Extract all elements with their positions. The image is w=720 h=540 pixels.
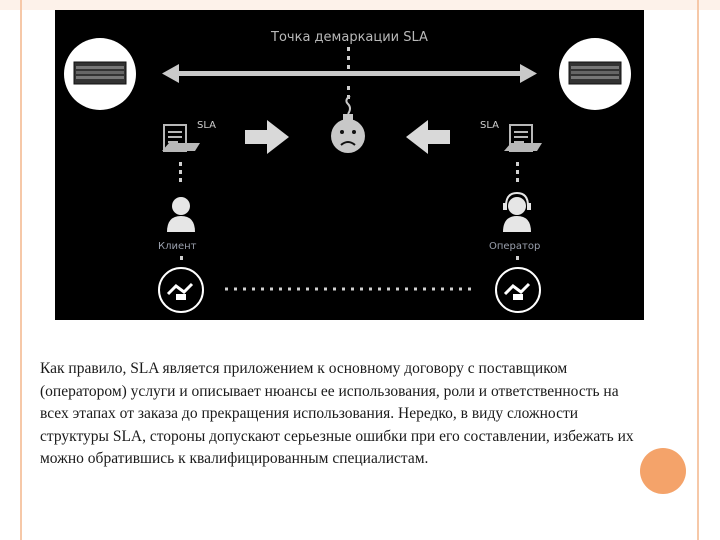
right-small-dot — [516, 256, 519, 260]
sla-label-left: SLA — [197, 120, 216, 131]
diagram-title: Точка демаркации SLA — [271, 30, 428, 45]
sla-diagram: Точка демаркации SLA SLA SLA Клиент Опер… — [55, 10, 644, 320]
slide-top-band — [0, 0, 720, 10]
client-label: Клиент — [158, 241, 197, 252]
left-sla-folder-icon — [162, 124, 200, 152]
operator-label: Оператор — [489, 241, 541, 252]
right-dots — [516, 162, 519, 182]
left-handshake-icon — [158, 267, 204, 313]
sla-label-right: SLA — [480, 120, 499, 131]
right-sla-folder-icon — [504, 124, 542, 152]
orange-circle-decoration — [640, 448, 686, 494]
client-person-icon — [167, 197, 195, 232]
right-server-icon — [559, 38, 631, 110]
left-dots — [179, 162, 182, 182]
caption-text: Как правило, SLA является приложением к … — [40, 360, 634, 467]
double-arrow — [162, 64, 537, 83]
left-server-icon — [64, 38, 136, 110]
operator-headset-icon — [503, 191, 531, 232]
right-border-line — [697, 0, 699, 540]
arrow-right-icon — [245, 120, 289, 154]
left-small-dot — [180, 256, 183, 260]
bomb-sad-face-icon — [331, 95, 365, 153]
arrow-left-icon — [406, 120, 450, 154]
left-border-line — [20, 0, 22, 540]
right-handshake-icon — [495, 267, 541, 313]
